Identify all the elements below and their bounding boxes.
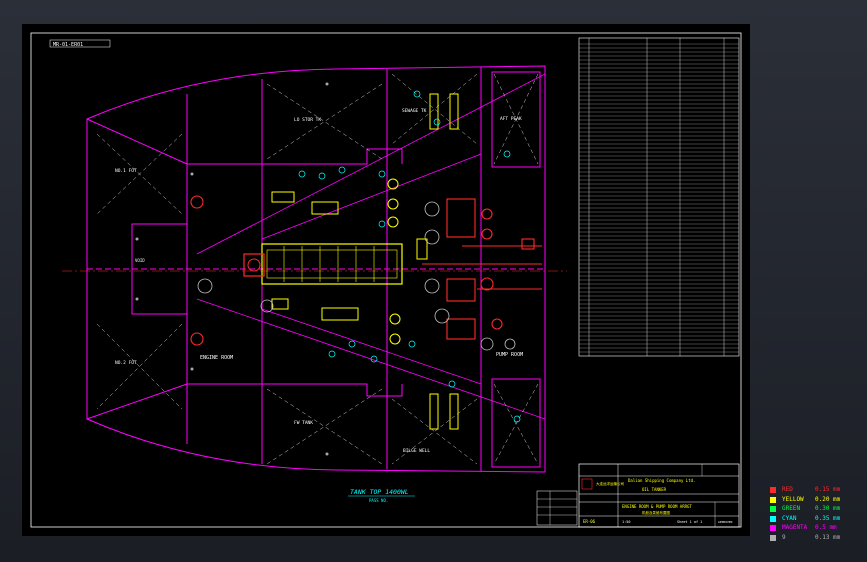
label-bilge-well: BILGE WELL: [403, 448, 430, 454]
label-lo-tank: LO STOR TK: [294, 117, 321, 123]
company-name: Dalian Shipping Company Ltd.: [628, 478, 695, 483]
valves-fittings: [387, 93, 459, 430]
company-logo: [581, 478, 593, 490]
tank-hatching: [96, 73, 539, 465]
sheet-tag: MR-01-ER01: [53, 42, 83, 48]
revision-block: [536, 490, 578, 526]
legend-color-name: YELLOW: [782, 495, 804, 503]
lineweight-legend: RED 0.15 mm YELLOW 0.20 mm GREEN 0.30 mm CYAN 0…: [770, 485, 865, 542]
legend-swatch: [770, 487, 776, 493]
engine-room-drawing[interactable]: MR-01-ER01: [22, 24, 750, 536]
item-balloons: [298, 90, 521, 423]
parts-list-rows: [579, 43, 739, 353]
legend-line-weight: 0.30 mm: [815, 505, 841, 512]
generator-sets: [271, 191, 359, 321]
project-name: OIL TANKER: [642, 487, 667, 492]
label-sw-tank: SEWAGE TK: [402, 108, 427, 114]
legend-swatch: [770, 525, 776, 531]
label-pump-room: PUMP ROOM: [496, 352, 523, 358]
label-fo-tank-right: NO.2 FOT: [115, 360, 137, 366]
legend-color-name: MAGENTA: [782, 524, 808, 531]
legend-line-weight: 0.13 mm: [815, 533, 841, 541]
legend-row: GREEN 0.30 mm: [770, 504, 865, 514]
company-name-cn: 大连远洋运输公司: [596, 481, 624, 486]
legend-row: YELLOW 0.20 mm: [770, 495, 865, 505]
legend-color-name: RED: [782, 486, 793, 493]
legend-row: 9 0.13 mm: [770, 533, 865, 543]
legend-swatch: [770, 506, 776, 512]
legend-row: RED 0.15 mm: [770, 485, 865, 495]
drawing-title: ENGINE ROOM & PUMP ROOM ARRGT: [622, 504, 692, 509]
legend-color-name: CYAN: [782, 514, 797, 522]
drawing-title-cn: 机舱及泵舱布置图: [642, 510, 670, 515]
approved-stamp: APPROVED: [718, 520, 733, 524]
legend-line-weight: 0.20 mm: [815, 495, 841, 503]
label-aft-peak: AFT PEAK: [500, 116, 522, 122]
label-void: VOID: [135, 258, 145, 263]
scale-value: 1:50: [622, 520, 630, 524]
legend-line-weight: 0.15 mm: [815, 486, 841, 493]
main-engine: [243, 243, 403, 285]
legend-swatch: [770, 496, 776, 503]
parts-list-table: [578, 37, 740, 357]
title-block: 大连远洋运输公司 Dalian Shipping Company Ltd. OI…: [578, 463, 740, 528]
legend-color-name: 9: [782, 533, 786, 541]
sounding-pipes: [135, 82, 329, 456]
plan-subtitle: PASS NO.: [369, 498, 388, 503]
drawing-sheet[interactable]: MR-01-ER01: [22, 24, 750, 536]
sheet-tag-box: [49, 39, 111, 48]
plan-title: TANK TOP 1400WL: [350, 488, 409, 496]
auxiliary-machinery: [197, 201, 516, 351]
sheet-number: Sheet 1 of 1: [677, 520, 702, 524]
legend-swatch: [770, 515, 776, 522]
legend-line-weight: 0.35 mm: [815, 514, 841, 522]
label-engine-room: ENGINE ROOM: [200, 355, 233, 361]
legend-line-weight: 0.5 mm: [815, 524, 837, 531]
sheet-frame: [30, 32, 742, 528]
label-fw-tank: FW TANK: [294, 420, 313, 426]
label-fo-tank-left: NO.1 FOT: [115, 168, 137, 174]
pump-room-equipment: [190, 195, 542, 346]
legend-color-name: GREEN: [782, 505, 801, 512]
legend-row: MAGENTA 0.5 mm: [770, 523, 865, 533]
legend-swatch: [770, 534, 776, 541]
drawing-number: ER-06: [583, 519, 596, 524]
legend-row: CYAN 0.35 mm: [770, 514, 865, 524]
